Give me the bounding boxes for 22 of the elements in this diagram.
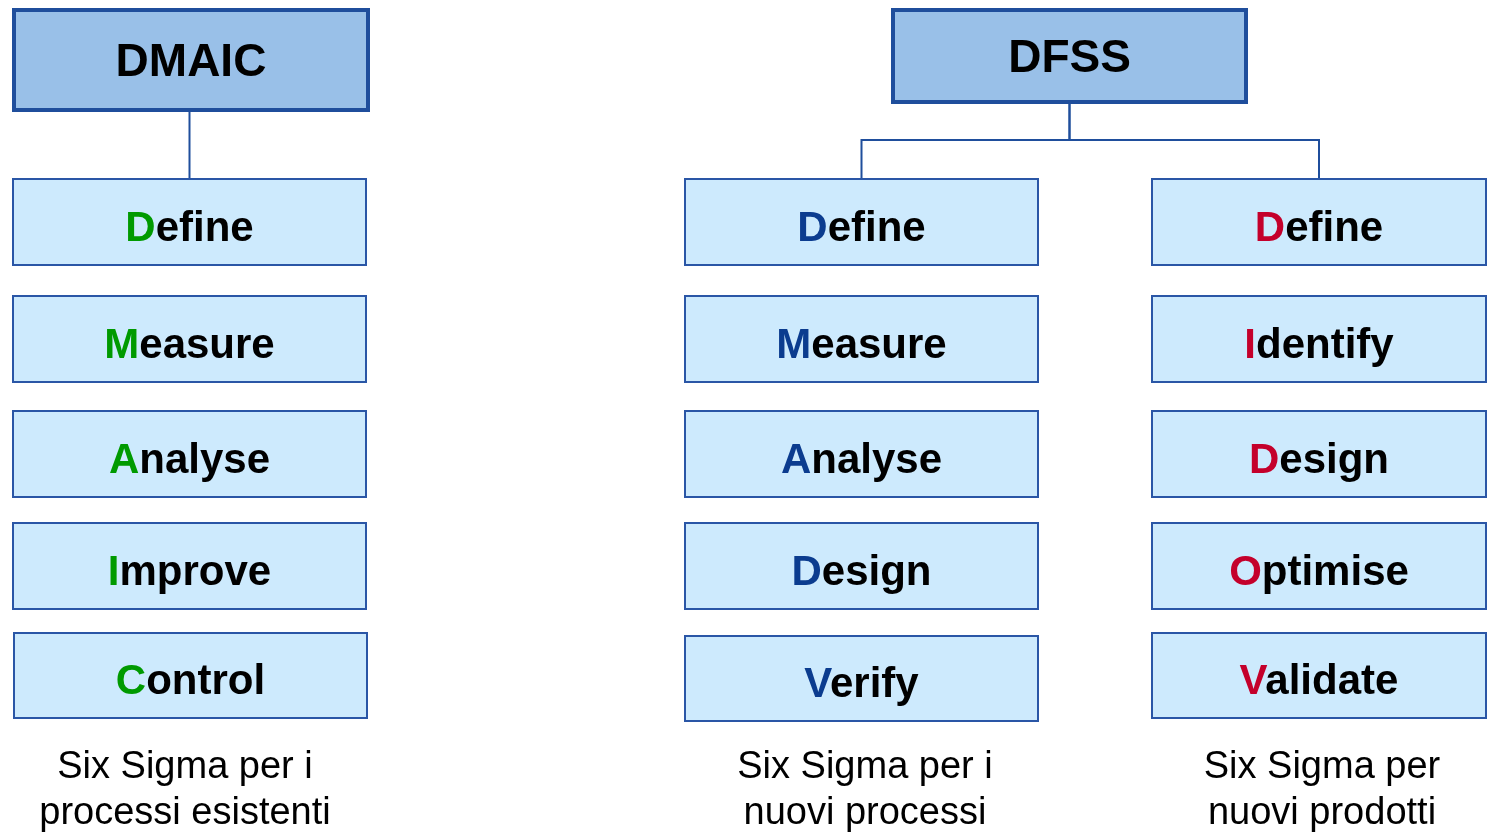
- phase-box: Identify: [1151, 295, 1487, 383]
- connector-line: [188, 111, 191, 179]
- caption-text: Six Sigma per nuovi prodotti: [1202, 743, 1442, 834]
- phase-box: Design: [1151, 410, 1487, 498]
- phase-box: Validate: [1151, 632, 1487, 719]
- phase-box: Optimise: [1151, 522, 1487, 610]
- method-header-box: DMAIC: [12, 8, 370, 112]
- phase-box: Measure: [12, 295, 367, 383]
- phase-box: Define: [1151, 178, 1487, 266]
- phase-box: Control: [13, 632, 368, 719]
- phase-box: Analyse: [684, 410, 1039, 498]
- phase-box: Analyse: [12, 410, 367, 498]
- phase-box: Improve: [12, 522, 367, 610]
- phase-box: Measure: [684, 295, 1039, 383]
- caption-text: Six Sigma per i processi esistenti: [38, 743, 332, 834]
- connector-line: [1068, 103, 1320, 179]
- phase-box: Define: [684, 178, 1039, 266]
- method-header-box: DFSS: [891, 8, 1248, 104]
- phase-box: Define: [12, 178, 367, 266]
- caption-text: Six Sigma per i nuovi processi: [736, 743, 994, 834]
- phase-box: Design: [684, 522, 1039, 610]
- phase-box: Verify: [684, 635, 1039, 722]
